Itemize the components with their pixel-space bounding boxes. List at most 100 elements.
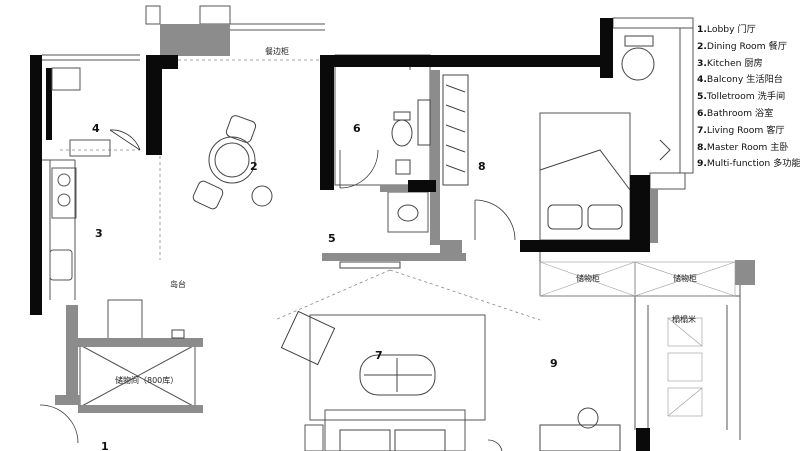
partition-block — [440, 240, 462, 260]
label-storage-cabinet-1: 储物柜 — [576, 273, 600, 283]
door-balcony-leaf — [109, 129, 141, 151]
wall-master-ne — [600, 18, 613, 78]
washroom-sink-counter — [387, 191, 429, 233]
wardrobe-hanger-2 — [445, 104, 466, 113]
column-top-right — [199, 5, 231, 25]
dash-living-1 — [389, 269, 541, 321]
balcony-sink — [69, 139, 111, 157]
legend-text: Dining Room 餐厅 — [706, 40, 787, 52]
tatami-panel-1-diag — [667, 317, 703, 347]
pillow-left — [547, 204, 583, 230]
dashed-lines — [60, 59, 541, 321]
legend-item-multi-function: 9.Multi-function 多功能 — [697, 156, 800, 173]
column-top-left — [145, 5, 161, 25]
legend-item-bathroom: 6.Bathroom 浴室 — [697, 106, 797, 123]
chair-bottom-left — [192, 180, 224, 210]
desk-chair — [577, 407, 599, 429]
legend-number: 8. — [697, 141, 707, 153]
legend-item-lobby: 1.Lobby 门厅 — [697, 22, 797, 39]
room-number-4: 4 — [92, 122, 100, 135]
tatami-panel-1 — [667, 317, 703, 347]
dining-table — [208, 136, 256, 184]
label-storage-cabinet-2: 储物柜 — [673, 273, 697, 283]
label-storage-room: 储物间（800库） — [115, 375, 178, 385]
bay-window-side — [679, 27, 694, 174]
legend-text: Lobby 门厅 — [706, 24, 756, 35]
bathroom-outline — [334, 54, 431, 186]
legend-number: 2. — [697, 40, 707, 52]
legend-text: Bathroom 浴室 — [706, 107, 774, 119]
room-numbers: 1 2 3 4 5 6 7 8 9 — [92, 122, 558, 451]
pillow-right — [587, 204, 623, 230]
washbasin — [397, 204, 419, 222]
tatami-panel-3-diag — [667, 387, 703, 417]
legend-item-master-room: 8.Master Room 主卧 — [697, 140, 797, 157]
wardrobe-hanger-3 — [445, 124, 466, 133]
washroom-wall — [322, 253, 466, 261]
master-room-partition — [430, 70, 440, 245]
legend-item-balcony: 4.Balcony 生活阳台 — [697, 72, 797, 89]
tv-cabinet — [339, 261, 401, 269]
desk — [539, 424, 621, 451]
walls — [30, 18, 650, 451]
legend-item-dining-room: 2.Dining Room 餐厅 — [697, 39, 797, 56]
burner-top — [57, 173, 71, 187]
cooktop — [51, 167, 77, 219]
chair-top — [225, 115, 257, 143]
storage-wall-left — [55, 395, 80, 405]
dining-set — [192, 115, 273, 210]
door-master — [474, 199, 516, 241]
wall-master-north — [410, 55, 610, 67]
balcony-cabinet — [46, 68, 52, 140]
wardrobe — [442, 74, 469, 186]
living-fixtures — [171, 261, 621, 451]
legend-item-tolletroom: 5.Tolletroom 洗手间 — [697, 89, 797, 106]
sofa-cushion-right — [394, 429, 446, 451]
label-sideboard: 餐边柜 — [265, 46, 289, 56]
sideboard-block — [160, 24, 230, 56]
dining-table-inner — [214, 142, 250, 178]
kitchen-partition — [66, 305, 78, 395]
armchair — [280, 310, 336, 366]
room-number-1: 1 — [101, 440, 109, 451]
kitchen-counter — [42, 67, 111, 300]
kitchen-sink — [49, 249, 73, 281]
lounge-table — [624, 35, 654, 47]
legend-text: Tolletroom 洗手间 — [706, 91, 786, 103]
storage-cabinets — [539, 261, 736, 417]
cabinet-2-diag-b — [634, 261, 736, 297]
island-appliance — [171, 329, 185, 339]
column-right — [649, 172, 686, 190]
wardrobe-hanger-4 — [445, 144, 466, 153]
corner-grey — [735, 260, 755, 285]
column-grey — [650, 189, 658, 243]
washing-machine — [51, 67, 81, 91]
storage-wall-bottom — [78, 405, 203, 413]
sofa-cushion-left — [339, 429, 391, 451]
room-number-6: 6 — [353, 122, 361, 135]
wall-living-south — [636, 428, 650, 451]
room-number-8: 8 — [478, 160, 486, 173]
legend-number: 6. — [697, 107, 707, 119]
sofa — [324, 409, 466, 451]
legend-text: Living Room 客厅 — [706, 124, 785, 136]
room-number-3: 3 — [95, 227, 103, 240]
room-number-9: 9 — [550, 357, 558, 370]
cabinet-2 — [634, 261, 736, 297]
blanket-fold — [539, 149, 631, 191]
doors — [39, 129, 516, 451]
burner-bottom — [57, 193, 71, 207]
toilet-tank — [393, 111, 411, 121]
lounge-chair — [621, 47, 655, 81]
room-number-2: 2 — [250, 160, 258, 173]
legend-number: 1. — [697, 24, 707, 35]
wall-washroom-top — [408, 180, 436, 192]
legend-item-kitchen: 3.Kitchen 厨房 — [697, 56, 797, 73]
shower-drain — [395, 159, 411, 175]
legend-number: 4. — [697, 74, 707, 86]
wall-master-east — [630, 175, 650, 245]
coffee-table — [359, 354, 436, 396]
wall-kitchen-dining-top — [146, 55, 178, 69]
